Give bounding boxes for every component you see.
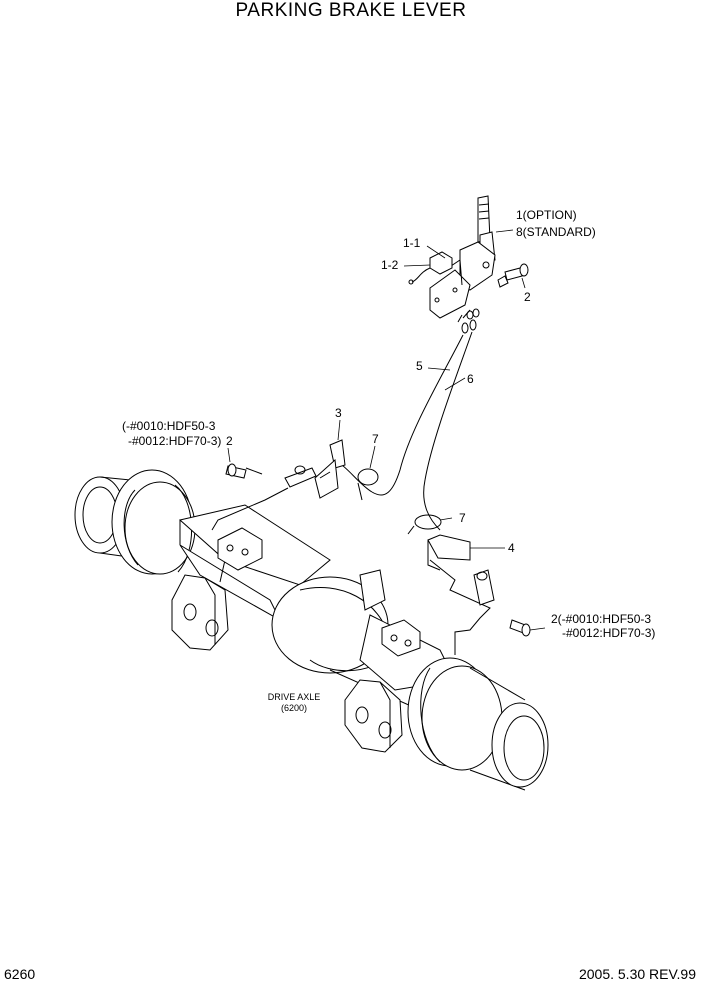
callout-5: 5 xyxy=(416,359,423,373)
callout-2-left-line2: -#0012:HDF70-3) xyxy=(128,434,222,448)
callout-7-right: 7 xyxy=(459,511,466,525)
drive-axle-label: DRIVE AXLE xyxy=(267,692,321,702)
brake-lever-drawing xyxy=(408,195,529,334)
callout-3: 3 xyxy=(335,406,342,420)
callout-1-option: 1(OPTION) xyxy=(516,208,577,222)
left-bracket-hardware xyxy=(211,439,379,531)
callout-8-standard: 8(STANDARD) xyxy=(516,225,596,239)
revision-date: 2005. 5.30 REV.99 xyxy=(578,966,696,982)
drive-axle-ref: (6200) xyxy=(280,703,307,713)
callout-2-left-line1: (-#0010:HDF50-3 xyxy=(122,419,216,433)
callout-7-left: 7 xyxy=(372,432,379,446)
right-bracket-hardware xyxy=(407,514,531,637)
leader-lines xyxy=(227,229,546,631)
callout-2-top: 2 xyxy=(524,290,531,304)
callout-2-right-line1: 2(-#0010:HDF50-3 xyxy=(551,612,652,626)
callout-1-2: 1-2 xyxy=(381,258,399,272)
callout-6: 6 xyxy=(467,372,474,386)
page-title: PARKING BRAKE LEVER xyxy=(235,0,467,21)
callout-2-left-num: 2 xyxy=(226,434,233,448)
callout-1-1: 1-1 xyxy=(403,236,421,250)
callout-4: 4 xyxy=(508,541,515,555)
callout-2-right-line2: -#0012:HDF70-3) xyxy=(562,626,656,640)
page-number: 6260 xyxy=(4,966,36,982)
drive-axle-drawing xyxy=(74,469,549,791)
